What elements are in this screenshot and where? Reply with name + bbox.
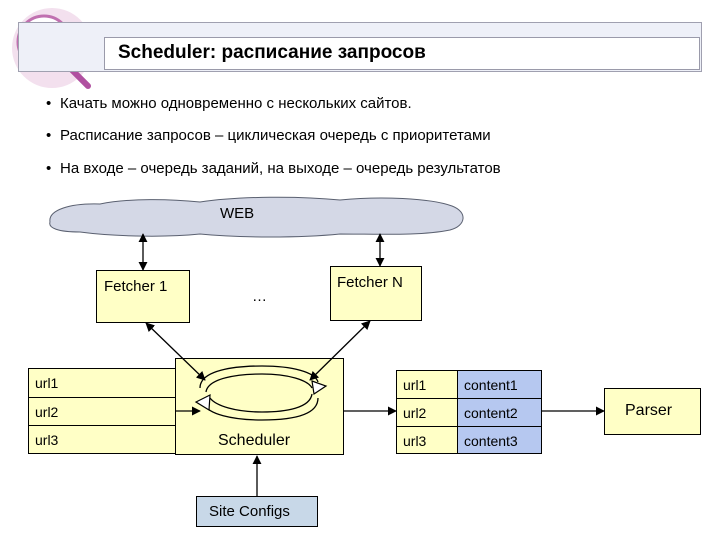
bullet-item: •На входе – очередь заданий, на выходе –… [46,160,501,177]
bullet-text: Качать можно одновременно с нескольких с… [60,95,412,112]
site-configs-box [196,496,318,527]
output-url-cell: url3 [396,426,458,454]
fetcher-ellipsis: … [252,288,267,305]
input-queue-cell: url2 [28,397,176,426]
parser-box [604,388,701,435]
output-content-cell: content2 [457,398,542,427]
bullet-item: •Качать можно одновременно с нескольких … [46,95,412,112]
output-url-cell: url2 [396,398,458,427]
input-queue-cell: url3 [28,425,176,454]
bullet-item: •Расписание запросов – циклическая очере… [46,127,491,144]
output-content-cell: content3 [457,426,542,454]
output-url-cell: url1 [396,370,458,399]
bullet-text: На входе – очередь заданий, на выходе – … [60,160,501,177]
output-content-cell: content1 [457,370,542,399]
fetcher-n-box [330,266,422,321]
input-queue-cell: url1 [28,368,176,398]
bullet-text: Расписание запросов – циклическая очеред… [60,127,491,144]
page-title: Scheduler: расписание запросов [118,42,426,63]
parser-label: Parser [625,402,673,419]
title-box [104,37,700,70]
fetcher-1-label: Fetcher 1 [104,278,168,295]
fetcher-1-box [96,270,190,323]
fetcher-n-label: Fetcher N [337,274,403,291]
web-label: WEB [220,205,255,222]
scheduler-label: Scheduler [218,432,291,449]
site-configs-label: Site Configs [209,503,290,520]
